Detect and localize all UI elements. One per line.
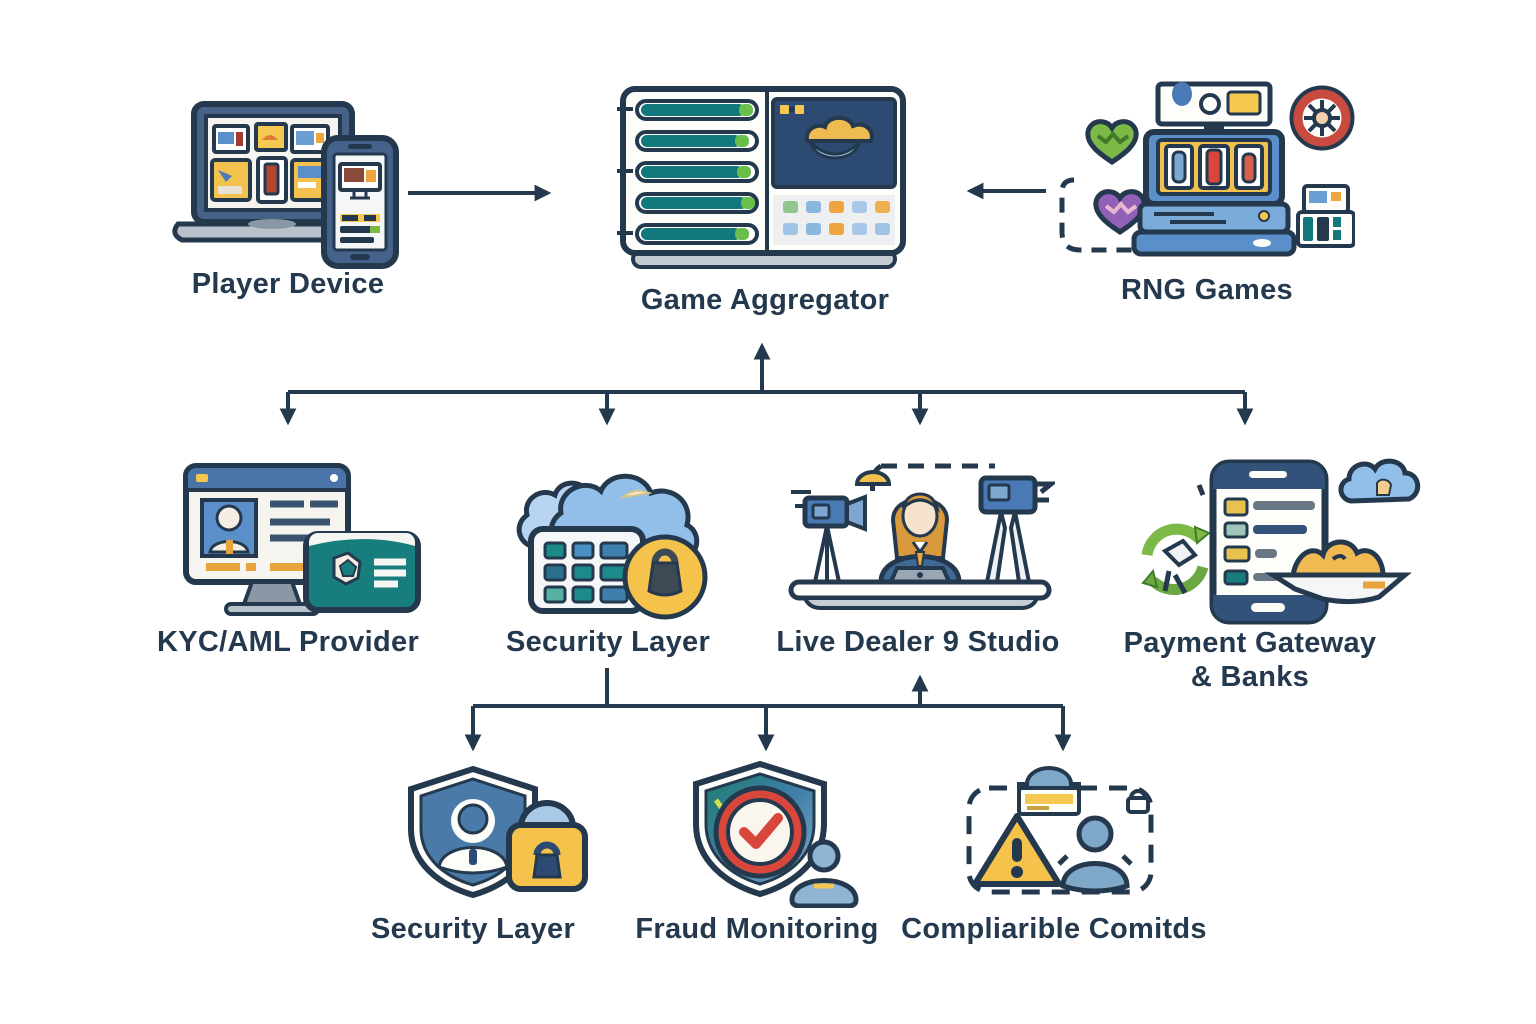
laptop-and-phone-icon: [172, 101, 399, 269]
player-device-label: Player Device: [191, 268, 385, 300]
security-layer-mid-label: Security Layer: [505, 626, 711, 658]
warning-person-dashed-box-icon: [966, 766, 1154, 895]
shield-user-padlock-icon: [408, 765, 588, 899]
dealer-cameras-desk-icon: [788, 463, 1055, 610]
cloud-keypad-lock-icon: [516, 473, 708, 620]
server-dashboard-cloud-icon: [617, 86, 906, 269]
payment-gateway-label-line2: & Banks: [1190, 661, 1310, 693]
compliance-controls-label: Compliarible Comitds: [901, 913, 1207, 945]
game-aggregator-label: Game Aggregator: [640, 284, 890, 316]
rng-games-label: RNG Games: [1121, 274, 1293, 306]
shield-checkmark-analyst-icon: [693, 760, 859, 908]
security-layer-bottom-label: Security Layer: [370, 913, 576, 945]
payment-gateway-banks-label: Payment Gateway & Banks: [1080, 626, 1420, 694]
kyc-aml-provider-label: KYC/AML Provider: [156, 626, 420, 658]
payment-gateway-label-line1: Payment Gateway: [1123, 627, 1377, 659]
slot-machine-roulette-hearts-icon: [1059, 81, 1355, 257]
phone-money-cloud-icon: [1141, 458, 1421, 625]
monitor-id-card-icon: [183, 463, 421, 616]
fraud-monitoring-label: Fraud Monitoring: [635, 913, 879, 945]
live-dealer-studio-label: Live Dealer 9 Studio: [776, 626, 1060, 658]
